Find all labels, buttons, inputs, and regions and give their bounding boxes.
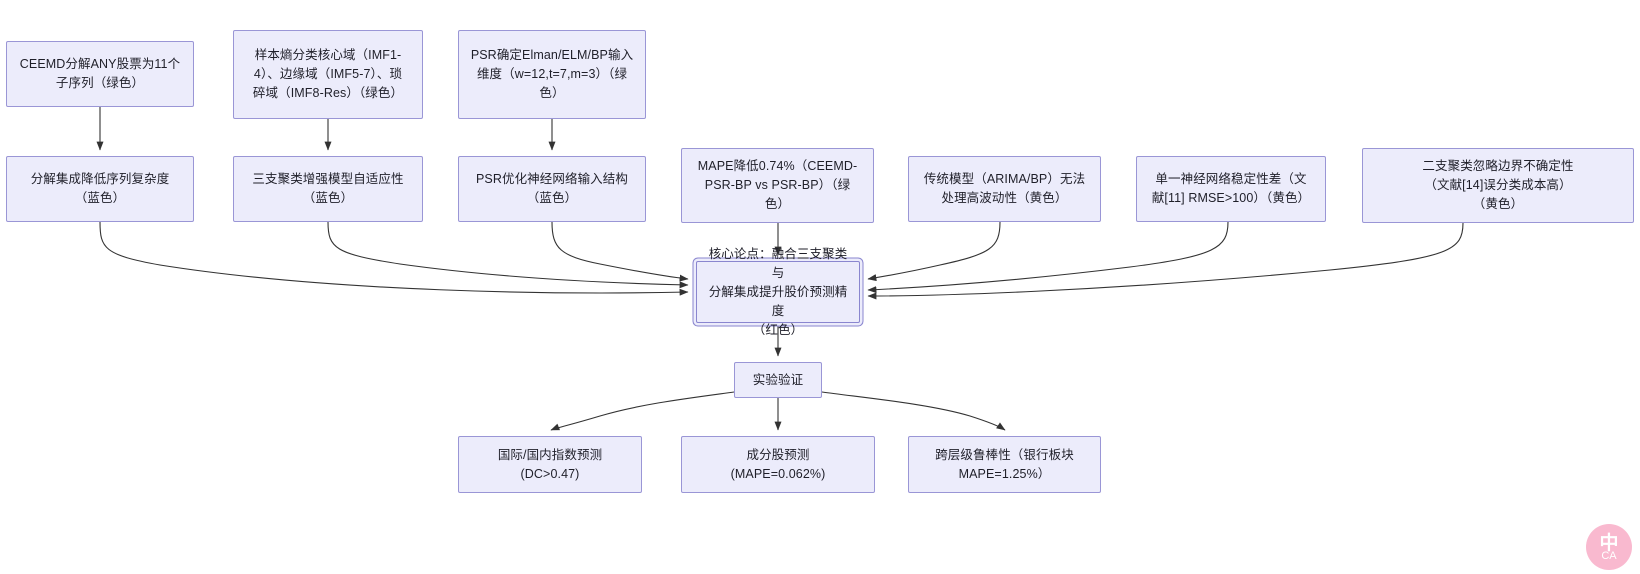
edge-n10-to-core <box>867 222 1464 300</box>
node-cross-level-robustness-result[interactable]: 跨层级鲁棒性（银行板块 MAPE=1.25%） <box>908 436 1101 493</box>
edge-n5-to-core <box>327 221 689 289</box>
node-label: 国际/国内指数预测 (DC>0.47) <box>497 447 603 481</box>
node-three-way-clustering-adaptivity[interactable]: 三支聚类增强模型自适应性 （蓝色） <box>233 156 423 222</box>
node-mape-reduction[interactable]: MAPE降低0.74%（CEEMD- PSR-BP vs PSR-BP）（绿 色… <box>681 148 874 223</box>
node-label: 二支聚类忽略边界不确定性 （文献[14]误分类成本高） （黄色） <box>1422 159 1574 211</box>
node-label: PSR优化神经网络输入结构 （蓝色） <box>475 172 628 205</box>
node-core-thesis[interactable]: 核心论点：融合三支聚类与 分解集成提升股价预测精度 （红色） <box>696 247 860 337</box>
node-constituent-stock-result[interactable]: 成分股预测 (MAPE=0.062%) <box>681 436 875 493</box>
node-index-forecast-result[interactable]: 国际/国内指数预测 (DC>0.47) <box>458 436 642 493</box>
node-label: MAPE降低0.74%（CEEMD- PSR-BP vs PSR-BP）（绿 色… <box>697 159 858 211</box>
node-label: 样本熵分类核心域（IMF1- 4）、边缘域（IMF5-7）、琐 碎域（IMF8-… <box>252 48 404 100</box>
edge-verify-to-r3 <box>821 391 1006 431</box>
node-label: 实验验证 <box>752 372 804 387</box>
node-label: CEEMD分解ANY股票为11个 子序列（绿色） <box>19 57 181 90</box>
node-traditional-model-limitation[interactable]: 传统模型（ARIMA/BP）无法 处理高波动性（黄色） <box>908 156 1101 222</box>
node-ceemd-decomposition[interactable]: CEEMD分解ANY股票为11个 子序列（绿色） <box>6 41 194 107</box>
node-label: 传统模型（ARIMA/BP）无法 处理高波动性（黄色） <box>923 172 1086 205</box>
node-label: 三支聚类增强模型自适应性 （蓝色） <box>252 172 404 205</box>
watermark-logo: 中 CA <box>1586 524 1632 570</box>
edge-n4-to-core <box>99 221 689 296</box>
node-sample-entropy-classification[interactable]: 样本熵分类核心域（IMF1- 4）、边缘域（IMF5-7）、琐 碎域（IMF8-… <box>233 30 423 119</box>
watermark-sub: CA <box>1601 550 1617 562</box>
edge-n9-to-core <box>867 221 1229 294</box>
node-label: 跨层级鲁棒性（银行板块 MAPE=1.25%） <box>935 447 1074 481</box>
node-label: PSR确定Elman/ELM/BP输入 维度（w=12,t=7,m=3）（绿 色… <box>470 48 634 100</box>
edge-n8-to-core <box>867 221 1001 282</box>
node-label: 单一神经网络稳定性差（文 献[11] RMSE>100）（黄色） <box>1151 172 1311 205</box>
node-label: 核心论点：融合三支聚类与 分解集成提升股价预测精度 （红色） <box>708 246 848 337</box>
node-psr-input-dimension[interactable]: PSR确定Elman/ELM/BP输入 维度（w=12,t=7,m=3）（绿 色… <box>458 30 646 119</box>
edge-verify-to-r1 <box>550 391 735 431</box>
node-psr-optimize-network-input[interactable]: PSR优化神经网络输入结构 （蓝色） <box>458 156 646 222</box>
node-reduce-sequence-complexity[interactable]: 分解集成降低序列复杂度 （蓝色） <box>6 156 194 222</box>
node-two-way-clustering-boundary[interactable]: 二支聚类忽略边界不确定性 （文献[14]误分类成本高） （黄色） <box>1362 148 1634 223</box>
node-label: 成分股预测 (MAPE=0.062%) <box>730 447 826 481</box>
watermark-glyph: 中 <box>1599 533 1619 554</box>
node-single-network-instability[interactable]: 单一神经网络稳定性差（文 献[11] RMSE>100）（黄色） <box>1136 156 1326 222</box>
edge-n6-to-core <box>551 221 689 282</box>
node-label: 分解集成降低序列复杂度 （蓝色） <box>30 172 170 205</box>
node-experimental-validation[interactable]: 实验验证 <box>734 362 822 398</box>
